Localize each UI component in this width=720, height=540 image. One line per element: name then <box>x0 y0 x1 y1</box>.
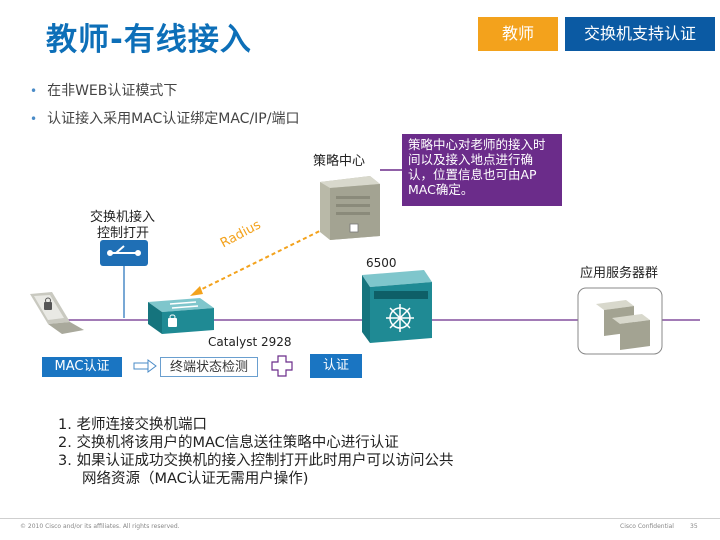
policy-center-label: 策略中心 <box>313 150 365 169</box>
flow-arrow-icon <box>134 360 156 372</box>
step-item: 网络资源（MAC认证无需用户操作) <box>58 470 453 488</box>
policy-server-icon <box>320 176 380 240</box>
steps-list: 1. 老师连接交换机端口 2. 交换机将该用户的MAC信息送往策略中心进行认证 … <box>58 416 453 488</box>
switch-access-label-line2: 控制打开 <box>97 222 149 241</box>
core-switch-6500-icon <box>362 270 432 343</box>
catalyst-switch-icon <box>148 298 214 334</box>
terminal-check-box: 终端状态检测 <box>160 357 258 377</box>
core-switch-label: 6500 <box>366 256 397 270</box>
step-item: 1. 老师连接交换机端口 <box>58 416 453 434</box>
step-item: 2. 交换机将该用户的MAC信息送往策略中心进行认证 <box>58 434 453 452</box>
page-number: 35 <box>690 523 698 530</box>
laptop-icon <box>30 292 84 334</box>
switch-access-icon <box>100 240 148 266</box>
app-servers-label: 应用服务器群 <box>580 262 658 281</box>
footer-copyright: © 2010 Cisco and/or its affiliates. All … <box>20 523 180 530</box>
catalyst-label: Catalyst 2928 <box>208 335 292 349</box>
radius-arrow <box>196 222 338 292</box>
radius-arrowhead <box>190 286 203 296</box>
policy-callout: 策略中心对老师的接入时间以及接入地点进行确认，位置信息也可由AP MAC确定。 <box>402 134 562 206</box>
footer-confidential: Cisco Confidential <box>620 523 674 530</box>
auth-box: 认证 <box>310 354 362 378</box>
plus-icon <box>272 356 292 376</box>
step-item: 3. 如果认证成功交换机的接入控制打开此时用户可以访问公共 <box>58 452 453 470</box>
footer-divider <box>0 518 720 519</box>
app-servers-icon <box>578 288 662 354</box>
mac-auth-box: MAC认证 <box>42 357 122 377</box>
